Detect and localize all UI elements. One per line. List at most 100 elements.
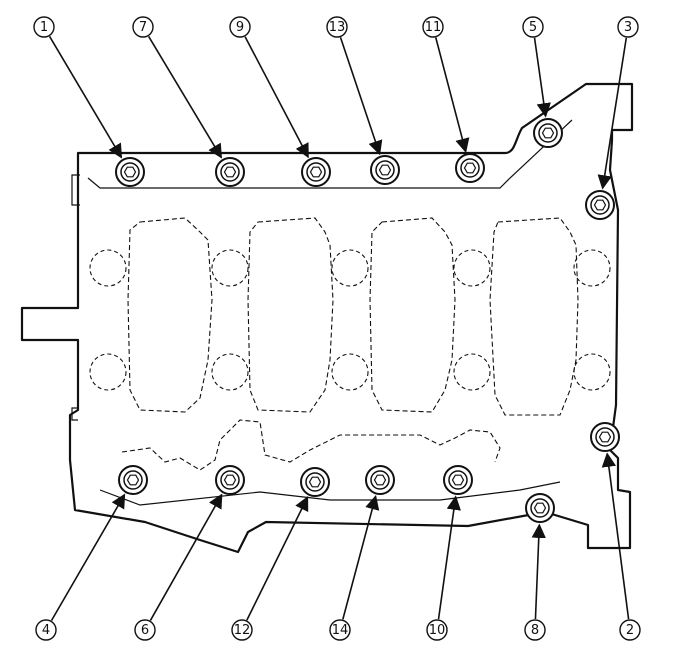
callout-label-13: 13 bbox=[329, 20, 346, 35]
bolt-head-4 bbox=[118, 465, 148, 495]
callout-circle-8 bbox=[524, 619, 546, 641]
bolt-hex-14 bbox=[373, 474, 387, 486]
bolt-hex-3 bbox=[593, 199, 607, 211]
bore-2 bbox=[247, 217, 334, 413]
callout-label-10: 10 bbox=[429, 623, 446, 638]
bolt-head-10 bbox=[443, 465, 473, 495]
bolt-head-2 bbox=[590, 422, 620, 452]
inner-rails bbox=[71, 119, 573, 506]
housing-outline bbox=[20, 82, 634, 554]
leader-arrow-7 bbox=[147, 36, 222, 159]
bolt-13: 13 bbox=[326, 16, 400, 185]
bolt-hex-1 bbox=[123, 166, 137, 178]
callout-circle-1 bbox=[33, 16, 55, 38]
leader-arrow-4 bbox=[50, 493, 126, 621]
bolt-hex-2 bbox=[598, 431, 612, 443]
leader-arrow-11 bbox=[435, 37, 470, 153]
bolt-hex-5 bbox=[541, 127, 555, 139]
callout-label-6: 6 bbox=[141, 623, 149, 638]
bolt-washer-14 bbox=[370, 470, 390, 490]
leader-arrow-2 bbox=[601, 452, 630, 620]
leader-arrow-13 bbox=[339, 37, 383, 156]
callout-circle-10 bbox=[426, 619, 448, 641]
bolt-washer-6 bbox=[220, 470, 240, 490]
bolt-hex-8 bbox=[533, 502, 547, 514]
bolt-head-5 bbox=[533, 118, 563, 148]
bolt-11: 11 bbox=[422, 16, 485, 183]
bolt-head-9 bbox=[301, 157, 331, 187]
leader-arrow-3 bbox=[597, 37, 628, 190]
bolt-washer-4 bbox=[123, 470, 143, 490]
callout-label-8: 8 bbox=[531, 623, 539, 638]
callout-circle-11 bbox=[422, 16, 444, 38]
bolt-head-3 bbox=[585, 190, 615, 220]
bolt-hex-9 bbox=[309, 166, 323, 178]
bolt-washer-9 bbox=[306, 162, 326, 182]
callout-label-1: 1 bbox=[40, 20, 48, 35]
bolt-12: 12 bbox=[231, 467, 330, 641]
callout-circle-12 bbox=[231, 619, 253, 641]
callout-circle-5 bbox=[522, 16, 544, 38]
bolt-14: 14 bbox=[329, 465, 395, 641]
callout-label-5: 5 bbox=[529, 20, 537, 35]
callout-label-3: 3 bbox=[624, 20, 632, 35]
bolt-hex-10 bbox=[451, 474, 465, 486]
bolt-callouts: 1 7 9 13 11 5 3 4 6 12 14 10 8 2 bbox=[33, 16, 641, 641]
bolt-hex-7 bbox=[223, 166, 237, 178]
leader-arrow-6 bbox=[149, 493, 223, 621]
bolt-washer-2 bbox=[595, 427, 615, 447]
callout-circle-3 bbox=[617, 16, 639, 38]
bolt-washer-12 bbox=[305, 472, 325, 492]
callout-label-2: 2 bbox=[626, 623, 634, 638]
bolt-head-8 bbox=[525, 493, 555, 523]
callout-label-7: 7 bbox=[139, 20, 147, 35]
callout-label-4: 4 bbox=[42, 623, 50, 638]
bolt-head-12 bbox=[300, 467, 330, 497]
bolt-washer-10 bbox=[448, 470, 468, 490]
callout-circle-13 bbox=[326, 16, 348, 38]
leader-arrow-10 bbox=[437, 495, 461, 620]
bolt-8: 8 bbox=[524, 493, 555, 641]
bolt-10: 10 bbox=[426, 465, 473, 641]
bolt-washer-13 bbox=[375, 160, 395, 180]
bolt-washer-5 bbox=[538, 123, 558, 143]
callout-circle-6 bbox=[134, 619, 156, 641]
callout-label-12: 12 bbox=[234, 623, 251, 638]
bore-3 bbox=[369, 217, 456, 413]
callout-circle-14 bbox=[329, 619, 351, 641]
bolt-4: 4 bbox=[35, 465, 148, 641]
callout-circle-4 bbox=[35, 619, 57, 641]
bolt-head-6 bbox=[215, 465, 245, 495]
bolt-9: 9 bbox=[229, 16, 331, 187]
bolt-washer-3 bbox=[590, 195, 610, 215]
bore-4 bbox=[489, 217, 579, 416]
bolt-hex-12 bbox=[308, 476, 322, 488]
callout-label-11: 11 bbox=[425, 20, 442, 35]
leader-arrow-14 bbox=[342, 495, 380, 620]
callout-circle-2 bbox=[619, 619, 641, 641]
callout-label-9: 9 bbox=[236, 20, 244, 35]
bolt-washer-7 bbox=[220, 162, 240, 182]
leader-arrow-5 bbox=[533, 37, 551, 118]
bolt-hex-13 bbox=[378, 164, 392, 176]
bolt-hex-11 bbox=[463, 162, 477, 174]
leader-arrow-8 bbox=[531, 523, 546, 620]
callout-circle-9 bbox=[229, 16, 251, 38]
bolt-washer-1 bbox=[120, 162, 140, 182]
bolt-head-14 bbox=[365, 465, 395, 495]
bolt-7: 7 bbox=[132, 16, 245, 187]
bolt-washer-11 bbox=[460, 158, 480, 178]
bolt-3: 3 bbox=[585, 16, 639, 220]
leader-arrow-1 bbox=[48, 36, 123, 159]
bolt-washer-8 bbox=[530, 498, 550, 518]
bolt-1: 1 bbox=[33, 16, 145, 187]
callout-circle-7 bbox=[132, 16, 154, 38]
cylinder-openings bbox=[121, 217, 579, 471]
bolt-head-1 bbox=[115, 157, 145, 187]
leader-arrow-12 bbox=[246, 495, 309, 621]
bolt-2: 2 bbox=[590, 422, 641, 641]
bolt-5: 5 bbox=[522, 16, 563, 148]
bolt-head-13 bbox=[370, 155, 400, 185]
bolt-hex-4 bbox=[126, 474, 140, 486]
